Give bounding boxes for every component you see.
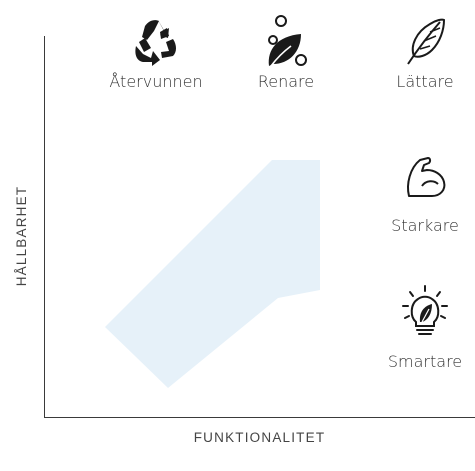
leaf-bubbles-icon <box>268 15 307 67</box>
feature-label: Återvunnen <box>109 72 203 91</box>
x-axis-line <box>44 417 475 418</box>
feature-smarter: Smartare <box>380 284 470 371</box>
feature-label: Starkare <box>391 216 459 235</box>
feature-stronger: Starkare <box>380 152 470 235</box>
growth-arrow-shape <box>105 160 320 388</box>
flexed-arm-icon <box>407 157 446 197</box>
y-axis-label: HÅLLBARHET <box>14 185 29 287</box>
feature-cleaner: Renare <box>236 12 336 91</box>
recycle-icon <box>135 20 176 66</box>
growth-arrow <box>105 160 320 388</box>
feature-recycled: Återvunnen <box>96 16 216 91</box>
x-axis-label: FUNKTIONALITET <box>193 430 326 445</box>
feature-label: Smartare <box>387 352 463 371</box>
feature-label: Lättare <box>396 72 454 91</box>
lightbulb-leaf-icon <box>402 285 448 335</box>
y-axis-line <box>44 36 45 418</box>
feature-icon <box>407 18 446 65</box>
feature-label: Renare <box>257 72 315 91</box>
feature-lighter: Lättare <box>375 16 475 91</box>
